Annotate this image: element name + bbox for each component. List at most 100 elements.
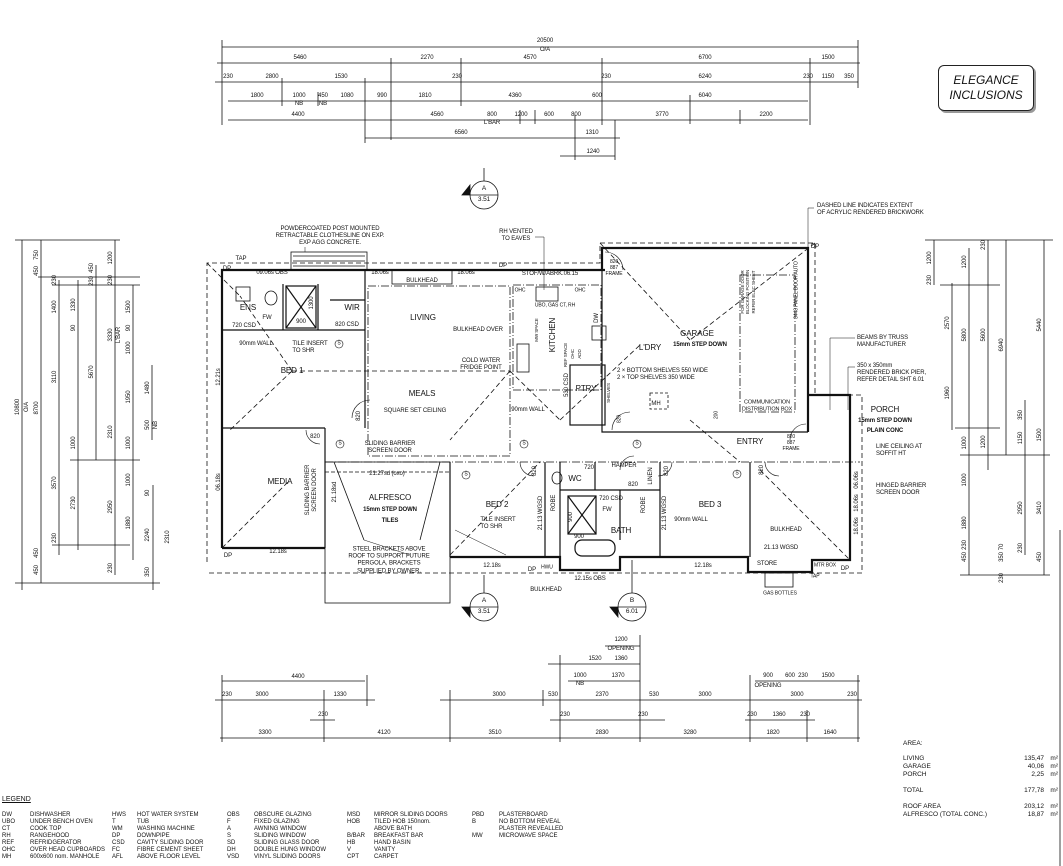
dimension-label-top: 6700 (698, 55, 712, 61)
brackets-note: STEEL BRACKETS ABOVE ROOF TO SUPPORT FUT… (348, 546, 430, 575)
gas-bottles (764, 572, 794, 588)
dimension-label-bottom: 3510 (488, 730, 502, 736)
gas-bottles-label: GAS BOTTLES (763, 590, 797, 597)
dimension-label-top: 4400 (291, 112, 305, 118)
smoke-detector-label: S (735, 470, 739, 477)
legend-description: DOUBLE HUNG WINDOW (254, 847, 326, 853)
dimension-label-right: 230 (962, 540, 968, 550)
dimension-label-left: 450 (34, 548, 40, 558)
floor-waste-label: FW (262, 315, 272, 321)
shelves-note: 2 × BOTTOM SHELVES 550 WIDE 2 × TOP SHEL… (617, 367, 708, 381)
dimension-label-left: 90 (71, 324, 77, 332)
dimension-label-right: 230 (1018, 543, 1024, 553)
legend-description: ABOVE BATH (374, 826, 412, 832)
hot-water-unit-label: HWU (541, 564, 553, 571)
room-label-porch: PORCH (870, 405, 900, 414)
door-label: 720 CSD (599, 496, 623, 502)
dimension-label-left: 90 (145, 489, 151, 497)
rangehood-note: RH VENTED TO EAVES (499, 228, 533, 242)
dimension-label-left: 5670 (89, 365, 95, 379)
ceiling-note: SQUARE SET CEILING (383, 408, 447, 414)
dimension-label-top: L'BAR (483, 120, 501, 126)
garage-blocking-note: FOR GARAGE DOOR BLOCKING POSITION REFER … (739, 269, 756, 315)
add-label: ADD (576, 349, 582, 359)
area-title-row: AREA: (903, 740, 1058, 748)
dimension-label-bottom: 230 (638, 712, 648, 718)
dimension-label-bottom: OPENING (607, 646, 635, 652)
legend-code: CSD (112, 840, 125, 846)
area-unit: m² (1050, 803, 1058, 810)
legend-code: CPT (347, 854, 359, 860)
ohc-label: OHC (574, 287, 586, 294)
legend-code: HOB (347, 819, 361, 825)
porch-step-note: 15mm STEP DOWN (858, 418, 912, 424)
dimension-label-top: 1530 (334, 74, 348, 80)
area-unit: m² (1050, 771, 1058, 778)
alfresco-slab (324, 461, 451, 604)
roof-outline (206, 242, 863, 574)
dimension-label-bottom: 3300 (258, 730, 272, 736)
legend-description: FIBRE CEMENT SHEET (137, 847, 204, 853)
room-label-living: LIVING (410, 313, 436, 322)
downpipe-label: DP (527, 567, 537, 573)
dimension-label-top: 230 (452, 74, 462, 80)
smoke-detector-label: S (338, 440, 342, 447)
legend-description: CARPET (374, 854, 399, 860)
brickwork-note: DASHED LINE INDICATES EXTENT OF ACRYLIC … (817, 202, 924, 216)
legend-description: OVER HEAD CUPBOARDS (30, 847, 106, 853)
dimension-label-left: 1950 (126, 390, 132, 404)
manhole-label: MH (651, 401, 661, 407)
dimension-label-top: 1500 (821, 55, 835, 61)
downpipe-label: DP (810, 244, 820, 250)
dimension-label-bottom: 230 (318, 712, 328, 718)
dimension-label-left: 230 (108, 563, 114, 573)
legend-code: WM (112, 826, 123, 832)
section-letter: A (481, 184, 487, 192)
window-label: 18.06s (371, 270, 389, 276)
dimension-label-bottom: 230 (560, 712, 570, 718)
dimension-label-top: 1800 (250, 93, 264, 99)
toilet (264, 290, 278, 306)
dimension-label-right: 5800 (962, 328, 968, 342)
dimension-label-right: 350 (999, 552, 1005, 562)
area-unit: m² (1050, 763, 1058, 770)
legend-code: AFL (112, 854, 124, 860)
legend-code: MSD (347, 812, 361, 818)
hinged-screen-note: HINGED BARRIER SCREEN DOOR (876, 482, 927, 496)
dimension-label-top: 1310 (585, 130, 599, 136)
dimension-label-right: 230 (927, 275, 933, 285)
dimension-label-left: 500 (145, 420, 151, 430)
dimension-label-top: 800 (487, 112, 497, 118)
dimension-label-top: 230 (601, 74, 611, 80)
legend-code: OBS (227, 812, 240, 818)
beams-note: BEAMS BY TRUSS MANUFACTURER (857, 334, 909, 348)
dimension-label-left: 1000 (126, 436, 132, 450)
tap-label: TAP (235, 256, 247, 262)
door-label: 820 (356, 411, 362, 421)
smoke-detector-label: S (635, 440, 639, 447)
door-label: 21.18sd (332, 481, 338, 503)
room-label-bath: BATH (610, 526, 632, 535)
door-label: 720 CSD (232, 323, 256, 329)
area-unit: m² (1050, 755, 1058, 762)
door-label: 820 CSD (335, 322, 359, 328)
floor-waste-label: FW (602, 507, 612, 513)
area-value: 40,06 (1027, 763, 1044, 770)
dimension-label-top: 230 (223, 74, 233, 80)
dimension-label-left: 3570 (52, 476, 58, 490)
dimension-label-left: 1880 (126, 516, 132, 530)
legend-description: VANITY (374, 847, 396, 853)
title-line-2: INCLUSIONS (949, 88, 1023, 102)
bulkhead-label: BULKHEAD (406, 278, 438, 284)
bulkhead-label: BULKHEAD (770, 527, 802, 533)
window-label: 09.06s OBS (256, 270, 288, 276)
dimension-label-left: 2240 (145, 528, 151, 542)
area-label: PORCH (903, 771, 927, 778)
shower-dim-label: 900 (574, 534, 584, 540)
dimension-label-bottom: 1330 (333, 692, 347, 698)
area-value: 18,87 (1027, 811, 1044, 818)
dimension-label-left: 230 (52, 533, 58, 543)
dimension-label-top: 6040 (698, 93, 712, 99)
